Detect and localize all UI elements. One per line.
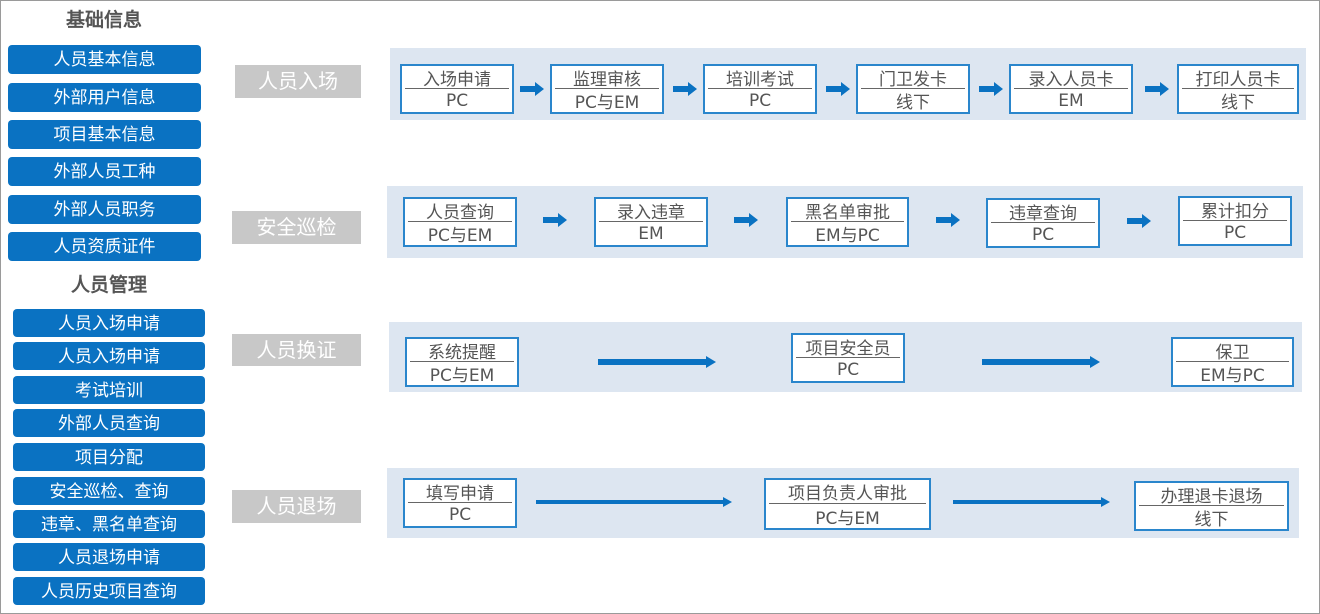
step-title: 培训考试	[708, 66, 812, 90]
flow-arrow-icon	[520, 82, 544, 96]
nav-violation-blacklist-query[interactable]: 违章、黑名单查询	[13, 510, 205, 538]
step-sub: PC	[448, 504, 472, 525]
nav-project-history-query[interactable]: 人员历史项目查询	[13, 577, 205, 605]
flow-arrow-icon	[936, 213, 960, 227]
nav-basic-personnel-info[interactable]: 人员基本信息	[8, 45, 201, 74]
step-sub: PC与EM	[427, 226, 493, 246]
flow-arrow-icon	[826, 82, 850, 96]
nav-safety-inspection-query[interactable]: 安全巡检、查询	[13, 477, 205, 505]
step-title: 监理审核	[555, 66, 659, 90]
flow-step: 录入人员卡 EM	[1009, 64, 1133, 114]
flow-arrow-icon	[673, 82, 697, 96]
flow-step: 办理退卡退场 线下	[1134, 481, 1289, 531]
flow-step: 填写申请 PC	[403, 478, 517, 528]
step-sub: PC与EM	[815, 508, 880, 529]
nav-project-basic-info[interactable]: 项目基本信息	[8, 120, 201, 149]
nav-project-assignment[interactable]: 项目分配	[13, 443, 205, 471]
flow-step: 录入违章 EM	[594, 197, 708, 247]
basic-info-title: 基础信息	[65, 9, 142, 31]
flow-step: 监理审核 PC与EM	[550, 64, 664, 114]
flow-step: 打印人员卡 线下	[1177, 64, 1299, 114]
flow-arrow-icon	[536, 497, 732, 507]
step-sub: PC	[1223, 222, 1247, 243]
step-title: 入场申请	[405, 66, 509, 90]
flow-band-entry	[390, 48, 1306, 120]
flow-label-exit: 人员退场	[232, 490, 361, 523]
nav-external-user-info[interactable]: 外部用户信息	[8, 83, 201, 112]
flow-step: 累计扣分 PC	[1178, 196, 1292, 246]
nav-exit-application[interactable]: 人员退场申请	[13, 543, 205, 571]
step-title: 黑名单审批	[791, 199, 904, 223]
step-title: 填写申请	[408, 480, 512, 504]
flow-step: 门卫发卡 线下	[856, 64, 970, 114]
step-title: 项目负责人审批	[769, 480, 926, 504]
step-title: 打印人员卡	[1182, 66, 1294, 90]
nav-entry-application-2[interactable]: 人员入场申请	[13, 342, 205, 370]
step-title: 累计扣分	[1183, 198, 1287, 222]
nav-entry-application[interactable]: 人员入场申请	[13, 309, 205, 337]
flow-step: 系统提醒 PC与EM	[405, 337, 519, 387]
step-title: 办理退卡退场	[1139, 483, 1284, 507]
flow-arrow-icon	[953, 497, 1110, 507]
flow-arrow-icon	[598, 356, 716, 368]
step-title: 人员查询	[408, 199, 512, 223]
flow-arrow-icon	[1127, 214, 1151, 228]
step-title: 门卫发卡	[861, 66, 965, 90]
nav-external-personnel-query[interactable]: 外部人员查询	[13, 409, 205, 437]
flow-arrow-icon	[543, 213, 567, 227]
step-sub: EM	[1058, 90, 1084, 111]
step-sub: 线下	[1194, 510, 1229, 530]
flow-arrow-icon	[1145, 82, 1169, 96]
step-sub: PC	[445, 90, 469, 111]
step-title: 系统提醒	[410, 339, 514, 363]
flow-step: 项目负责人审批 PC与EM	[764, 478, 931, 530]
flow-step: 人员查询 PC与EM	[403, 197, 517, 247]
nav-qualification-certificates[interactable]: 人员资质证件	[8, 232, 201, 261]
flow-step: 保卫 EM与PC	[1171, 337, 1294, 387]
flow-step: 项目安全员 PC	[791, 333, 905, 383]
nav-external-worker-type[interactable]: 外部人员工种	[8, 157, 201, 186]
step-sub: EM与PC	[1200, 366, 1265, 386]
nav-exam-training[interactable]: 考试培训	[13, 376, 205, 404]
flow-label-certificate-renewal: 人员换证	[232, 334, 361, 366]
step-title: 录入违章	[599, 199, 703, 223]
step-sub: PC	[836, 359, 860, 380]
personnel-management-title: 人员管理	[70, 274, 147, 296]
step-title: 录入人员卡	[1014, 66, 1128, 90]
flow-label-inspection: 安全巡检	[232, 211, 361, 244]
flow-step: 违章查询 PC	[986, 198, 1100, 248]
flow-arrow-icon	[979, 82, 1003, 96]
step-sub: EM与PC	[815, 226, 880, 246]
flow-step: 黑名单审批 EM与PC	[786, 197, 909, 247]
flow-arrow-icon	[982, 356, 1100, 368]
step-sub: PC与EM	[429, 366, 495, 386]
flow-step: 培训考试 PC	[703, 64, 817, 114]
flow-step: 入场申请 PC	[400, 64, 514, 114]
step-sub: PC	[748, 90, 772, 111]
flow-arrow-icon	[734, 213, 758, 227]
step-sub: 线下	[896, 93, 930, 113]
step-title: 保卫	[1176, 339, 1289, 363]
step-sub: PC与EM	[574, 93, 640, 113]
step-title: 违章查询	[991, 200, 1095, 224]
step-title: 项目安全员	[796, 335, 900, 359]
step-sub: EM	[638, 223, 664, 244]
step-sub: PC	[1031, 224, 1055, 245]
step-sub: 线下	[1221, 93, 1255, 113]
flow-label-entry: 人员入场	[235, 65, 361, 98]
nav-external-worker-position[interactable]: 外部人员职务	[8, 195, 201, 224]
